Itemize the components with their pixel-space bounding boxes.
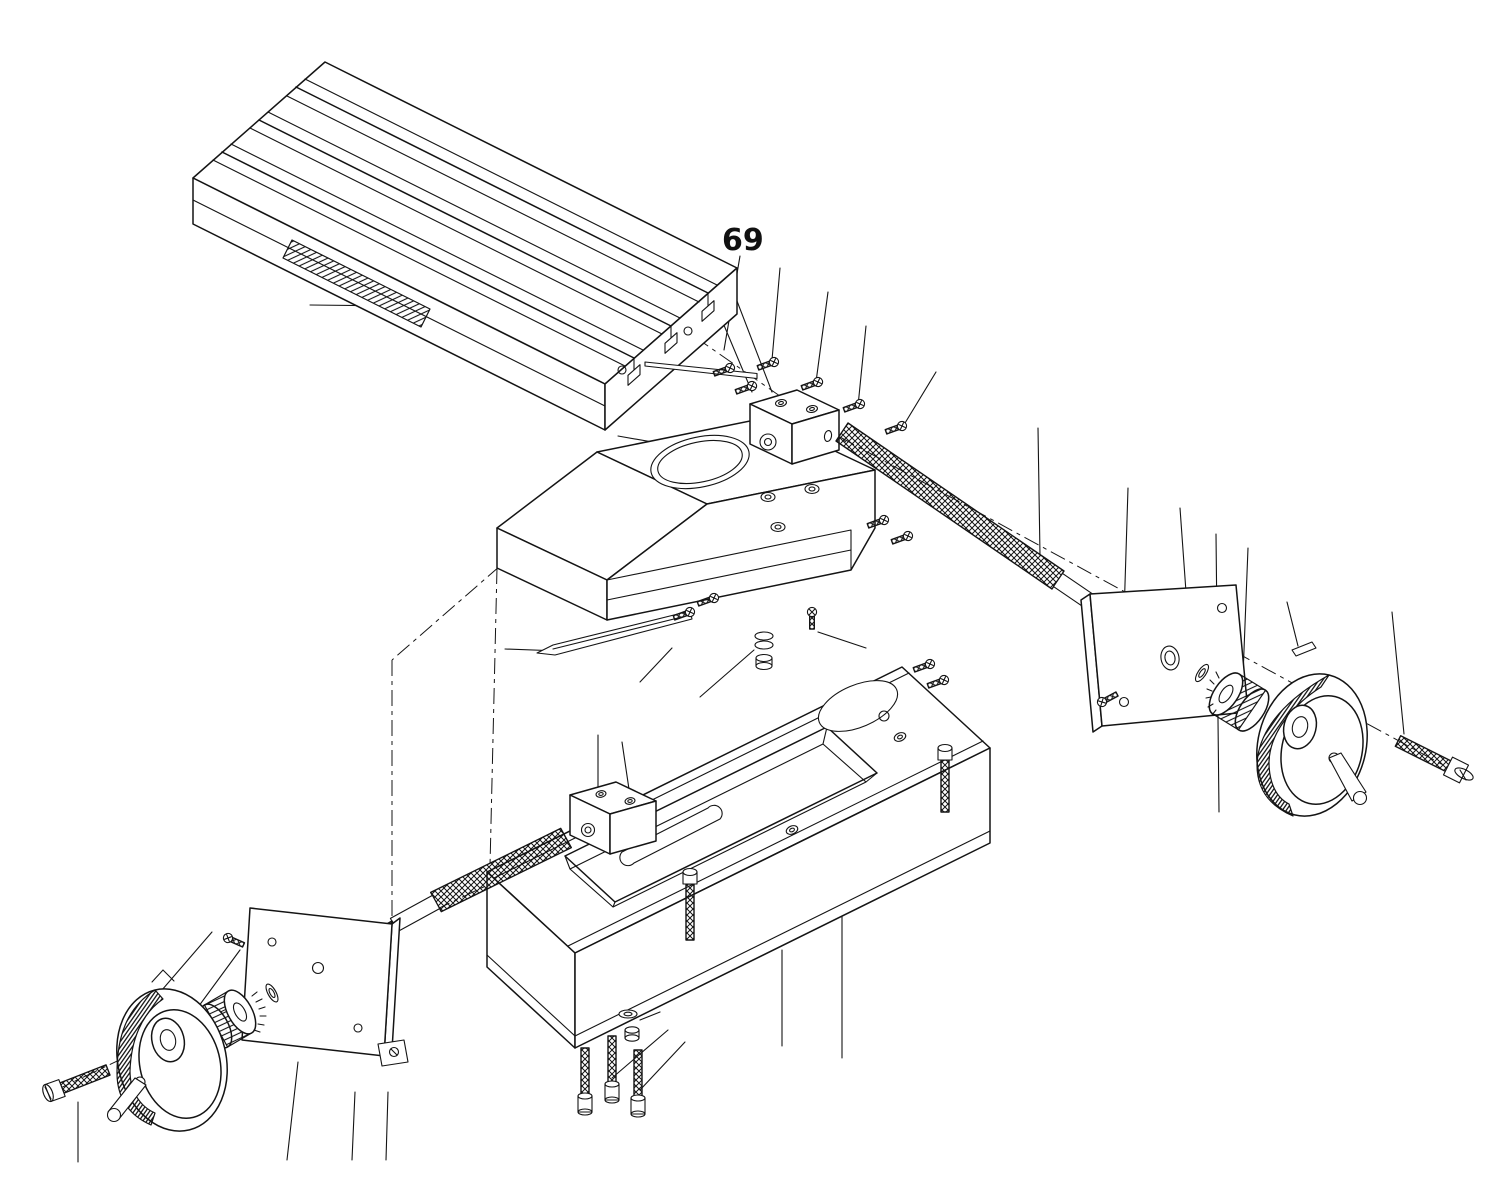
part-label-69: 69: [722, 223, 764, 258]
y-spacer-ring: [265, 983, 279, 1003]
nut-block-screws: [644, 355, 909, 437]
base-pocket-screws: [682, 743, 953, 941]
y-key-mark: [151, 969, 175, 983]
y-handwheel-screw: [42, 1064, 111, 1103]
base: [486, 666, 991, 1049]
saddle-fasteners: [671, 513, 915, 671]
y-nut-block: [569, 781, 657, 855]
y-handwheel: [106, 988, 228, 1132]
x-key: [1291, 641, 1317, 657]
x-spacer-ring: [1194, 663, 1210, 683]
x-dial-collar: [1205, 671, 1270, 732]
scale-strip: [282, 239, 431, 328]
x-handwheel: [1256, 673, 1368, 817]
x-handwheel-screw: [1394, 735, 1474, 784]
cross-feed-nut-block: [749, 389, 840, 465]
folding-handle: [1328, 752, 1367, 802]
base-mounting-screws: [577, 1009, 646, 1118]
y-end-plate: [221, 907, 409, 1067]
x-end-plate: [1080, 584, 1249, 733]
